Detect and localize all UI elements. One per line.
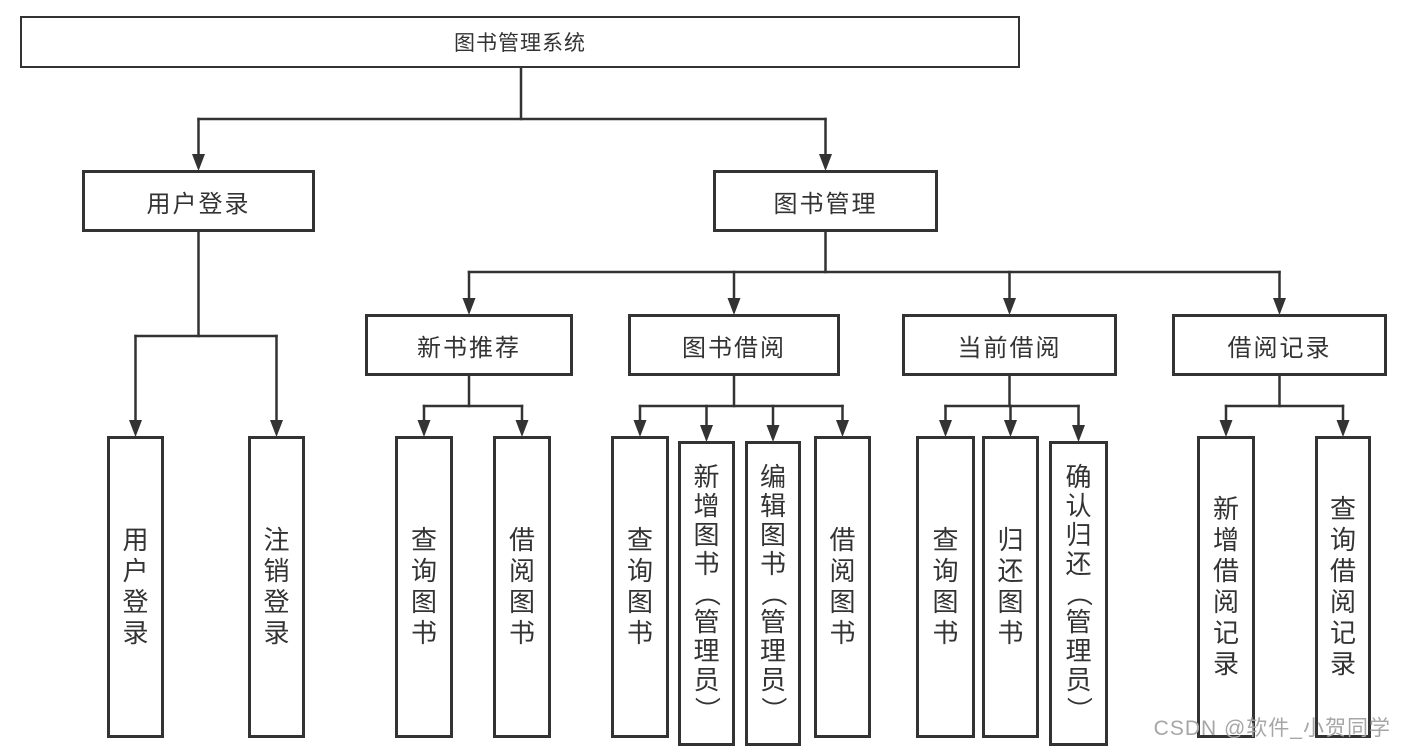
leaf-query-books-3: 查询图书 <box>916 436 975 738</box>
leaf-label-char: 增 <box>693 492 720 521</box>
leaf-label-char: 阅 <box>508 557 535 586</box>
leaf-query-books-2: 查询图书 <box>611 436 669 738</box>
leaf-label-char: 询 <box>626 557 653 586</box>
leaf-label-char: 录 <box>1212 650 1239 679</box>
leaf-label-char: 新 <box>1212 495 1239 524</box>
leaf-label-char: 理 <box>693 637 720 666</box>
leaf-label-char: 管 <box>1065 608 1092 637</box>
leaf-label-char: 书 <box>759 550 786 579</box>
leaf-label-char: （ <box>758 580 788 607</box>
leaf-add-books-admin: 新增图书（管理员） <box>678 441 735 746</box>
leaf-label-char: 员 <box>759 666 786 695</box>
leaf-label-char: 录 <box>263 619 290 648</box>
leaf-label-char: 询 <box>410 557 437 586</box>
leaf-label-char: 管 <box>759 608 786 637</box>
leaf-label-char: 询 <box>932 557 959 586</box>
leaf-label-char: 图 <box>932 588 959 617</box>
leaf-label-char: 书 <box>997 619 1024 648</box>
leaf-label-char: 归 <box>1065 521 1092 550</box>
leaf-label-char: 书 <box>829 619 856 648</box>
leaf-label-char: 图 <box>508 588 535 617</box>
leaf-label-char: 书 <box>626 619 653 648</box>
node-root-library-system: 图书管理系统 <box>20 16 1020 68</box>
leaf-label-char: 询 <box>1329 526 1356 555</box>
leaf-label-char: 编 <box>759 463 786 492</box>
leaf-label-char: 图 <box>759 521 786 550</box>
leaf-label-char: （ <box>1064 580 1093 607</box>
leaf-label-char: 员 <box>1065 666 1092 695</box>
leaf-label-char: 图 <box>829 588 856 617</box>
leaf-label-char: 查 <box>932 526 959 555</box>
leaf-label-char: 图 <box>410 588 437 617</box>
leaf-label-char: 录 <box>122 619 149 648</box>
leaf-label-char: 阅 <box>829 557 856 586</box>
leaf-label-char: 书 <box>410 619 437 648</box>
leaf-label-char: 借 <box>1212 557 1239 586</box>
leaf-label-char: 确 <box>1065 463 1092 492</box>
node-book-management: 图书管理 <box>713 170 938 232</box>
leaf-edit-books-admin: 编辑图书（管理员） <box>745 441 801 746</box>
node-book-borrowing: 图书借阅 <box>628 314 840 376</box>
leaf-label-char: 书 <box>932 619 959 648</box>
leaf-label-char: ） <box>692 696 721 723</box>
leaf-label-char: 理 <box>759 637 786 666</box>
leaf-user-login: 用户登录 <box>107 436 164 738</box>
leaf-label-char: 录 <box>1329 650 1356 679</box>
leaf-logout: 注销登录 <box>248 436 305 738</box>
leaf-label-char: 借 <box>508 526 535 555</box>
leaf-label-char: 阅 <box>1329 588 1356 617</box>
leaf-label-char: 书 <box>508 619 535 648</box>
leaf-borrow-books-1: 借阅图书 <box>493 436 551 738</box>
leaf-label-char: 还 <box>1065 550 1092 579</box>
leaf-label-char: 查 <box>1329 495 1356 524</box>
leaf-return-books: 归还图书 <box>982 436 1039 738</box>
leaf-label-char: 图 <box>626 588 653 617</box>
leaf-label-char: 阅 <box>1212 588 1239 617</box>
leaf-label-char: 记 <box>1212 619 1239 648</box>
leaf-label-char: 归 <box>997 526 1024 555</box>
leaf-confirm-return-admin: 确认归还（管理员） <box>1049 441 1108 746</box>
leaf-label-char: 户 <box>122 557 149 586</box>
leaf-label-char: 新 <box>693 463 720 492</box>
leaf-label-char: 查 <box>626 526 653 555</box>
leaf-label-char: 借 <box>829 526 856 555</box>
leaf-label-char: 增 <box>1212 526 1239 555</box>
leaf-label-char: 管 <box>693 608 720 637</box>
leaf-label-char: 注 <box>263 526 290 555</box>
node-borrowing-records: 借阅记录 <box>1172 314 1387 376</box>
leaf-label-char: 图 <box>693 521 720 550</box>
node-current-borrowing: 当前借阅 <box>902 314 1117 376</box>
leaf-label-char: （ <box>692 580 721 607</box>
leaf-label-char: 还 <box>997 557 1024 586</box>
node-user-login: 用户登录 <box>82 170 315 232</box>
leaf-label-char: 登 <box>122 588 149 617</box>
leaf-query-books-1: 查询图书 <box>395 436 453 738</box>
leaf-label-char: 认 <box>1065 492 1092 521</box>
leaf-label-char: 查 <box>410 526 437 555</box>
leaf-add-borrow-record: 新增借阅记录 <box>1197 436 1255 738</box>
leaf-label-char: 用 <box>122 526 149 555</box>
leaf-label-char: ） <box>1064 696 1093 723</box>
leaf-label-char: 辑 <box>759 492 786 521</box>
leaf-label-char: ） <box>758 696 788 723</box>
leaf-label-char: 理 <box>1065 637 1092 666</box>
leaf-borrow-books-2: 借阅图书 <box>814 436 871 738</box>
leaf-label-char: 记 <box>1329 619 1356 648</box>
leaf-label-char: 图 <box>997 588 1024 617</box>
leaf-label-char: 销 <box>263 557 290 586</box>
node-new-book-recommendation: 新书推荐 <box>365 314 573 376</box>
leaf-label-char: 借 <box>1329 557 1356 586</box>
leaf-query-borrow-record: 查询借阅记录 <box>1315 436 1371 738</box>
leaf-label-char: 书 <box>693 550 720 579</box>
leaf-label-char: 登 <box>263 588 290 617</box>
csdn-watermark: CSDN @软件_小贺同学 <box>1153 717 1391 740</box>
leaf-label-char: 员 <box>693 666 720 695</box>
